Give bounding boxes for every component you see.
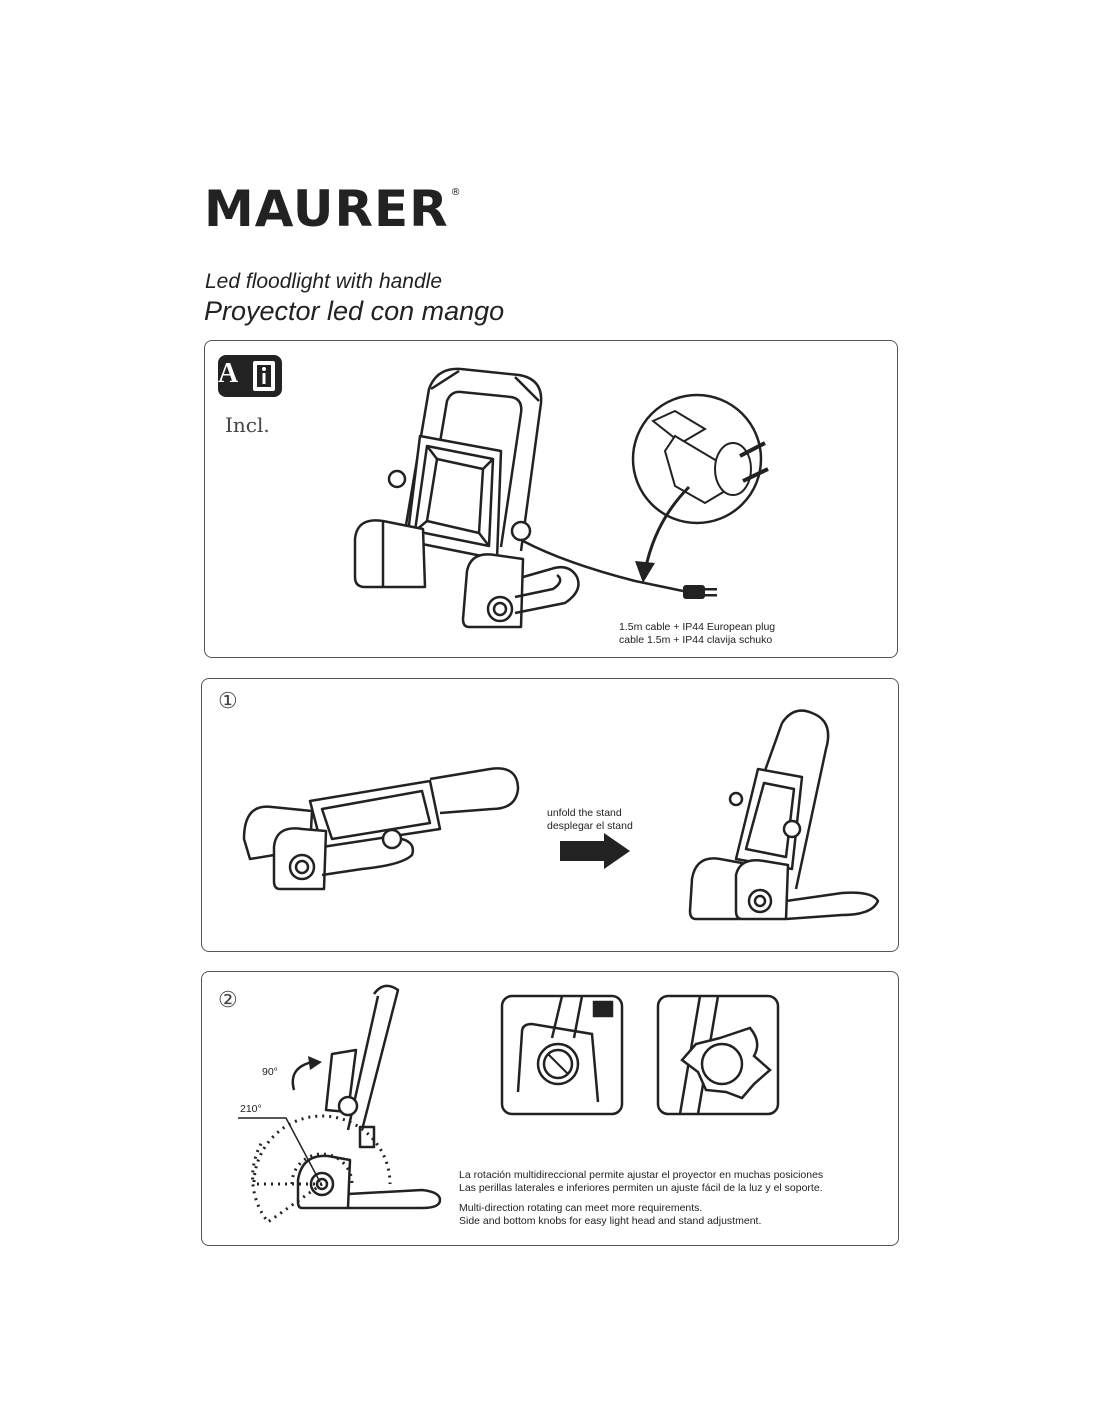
step1-panel: ① unfold the stand desplegar el stand [201, 678, 899, 952]
angle-210-label: 210° [240, 1103, 262, 1115]
brand-name: MAURER [204, 180, 449, 238]
unfold-label-english: unfold the stand [547, 807, 622, 819]
rotation-illustration [238, 984, 780, 1225]
unfold-label-spanish: desplegar el stand [547, 820, 633, 832]
subtitle-spanish: Proyector led con mango [204, 296, 505, 326]
plug-small-icon [683, 585, 717, 599]
subtitle-english: Led floodlight with handle [205, 270, 443, 293]
right-arrow-icon [560, 833, 630, 869]
cable-spec-spanish: cable 1.5m + IP44 clavija schuko [619, 634, 773, 646]
floodlight-with-cable-illustration [218, 355, 769, 629]
bottom-knob-detail [656, 994, 780, 1116]
included-panel: A Incl. 1.5m cable + IP44 European plug … [204, 340, 898, 658]
angle-90-label: 90° [262, 1066, 278, 1078]
manual-badge-letter: A [218, 358, 239, 389]
included-label: Incl. [225, 413, 270, 437]
step2-panel: ② 90° 210° La rotación multidireccional … [201, 971, 899, 1246]
unfold-stand-illustration [242, 709, 880, 921]
description-english-2: Side and bottom knobs for easy light hea… [459, 1215, 762, 1227]
registered-mark: ® [450, 187, 462, 198]
description-spanish-2: Las perillas laterales e inferiores perm… [459, 1182, 823, 1194]
step-number: ① [218, 689, 238, 714]
description-spanish-1: La rotación multidireccional permite aju… [459, 1169, 824, 1181]
cable-spec-english: 1.5m cable + IP44 European plug [619, 621, 776, 633]
step-number: ② [218, 988, 238, 1013]
side-knob-detail [500, 994, 624, 1116]
european-plug-icon [651, 409, 769, 505]
brand-logo: MAURER® [204, 184, 462, 234]
description-english-1: Multi-direction rotating can meet more r… [459, 1202, 703, 1214]
